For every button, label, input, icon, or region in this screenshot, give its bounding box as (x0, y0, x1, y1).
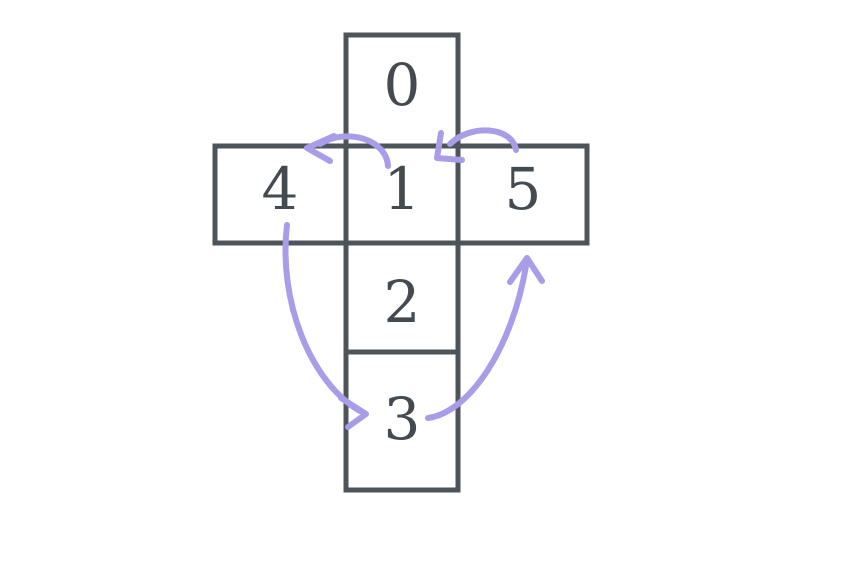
arrow-3-to-5 (425, 255, 545, 421)
arrow-1-to-4-head (304, 133, 337, 164)
arrow-3-to-5-curve (425, 263, 529, 421)
cell-label-3: 3 (384, 385, 421, 453)
arrow-4-to-3-head (338, 395, 369, 430)
net-cell-5[interactable] (455, 143, 590, 246)
arrow-4-to-3 (282, 222, 369, 430)
net-cell-3[interactable] (343, 349, 461, 493)
net-cell-4[interactable] (212, 143, 349, 246)
arrow-1-to-4 (304, 133, 391, 169)
fold-arrows-group (282, 127, 545, 430)
cell-label-5: 5 (505, 155, 542, 223)
cell-label-0: 0 (384, 51, 421, 119)
arrow-5-to-1 (434, 127, 519, 163)
cell-label-2: 2 (384, 268, 421, 336)
net-labels-group: 0 4 1 5 2 3 (262, 51, 542, 453)
cell-label-4: 4 (262, 155, 299, 223)
arrow-5-to-1-head (434, 130, 465, 163)
arrow-5-to-1-curve (447, 127, 519, 153)
arrow-3-to-5-head (507, 255, 545, 285)
net-cells-group (212, 32, 590, 493)
